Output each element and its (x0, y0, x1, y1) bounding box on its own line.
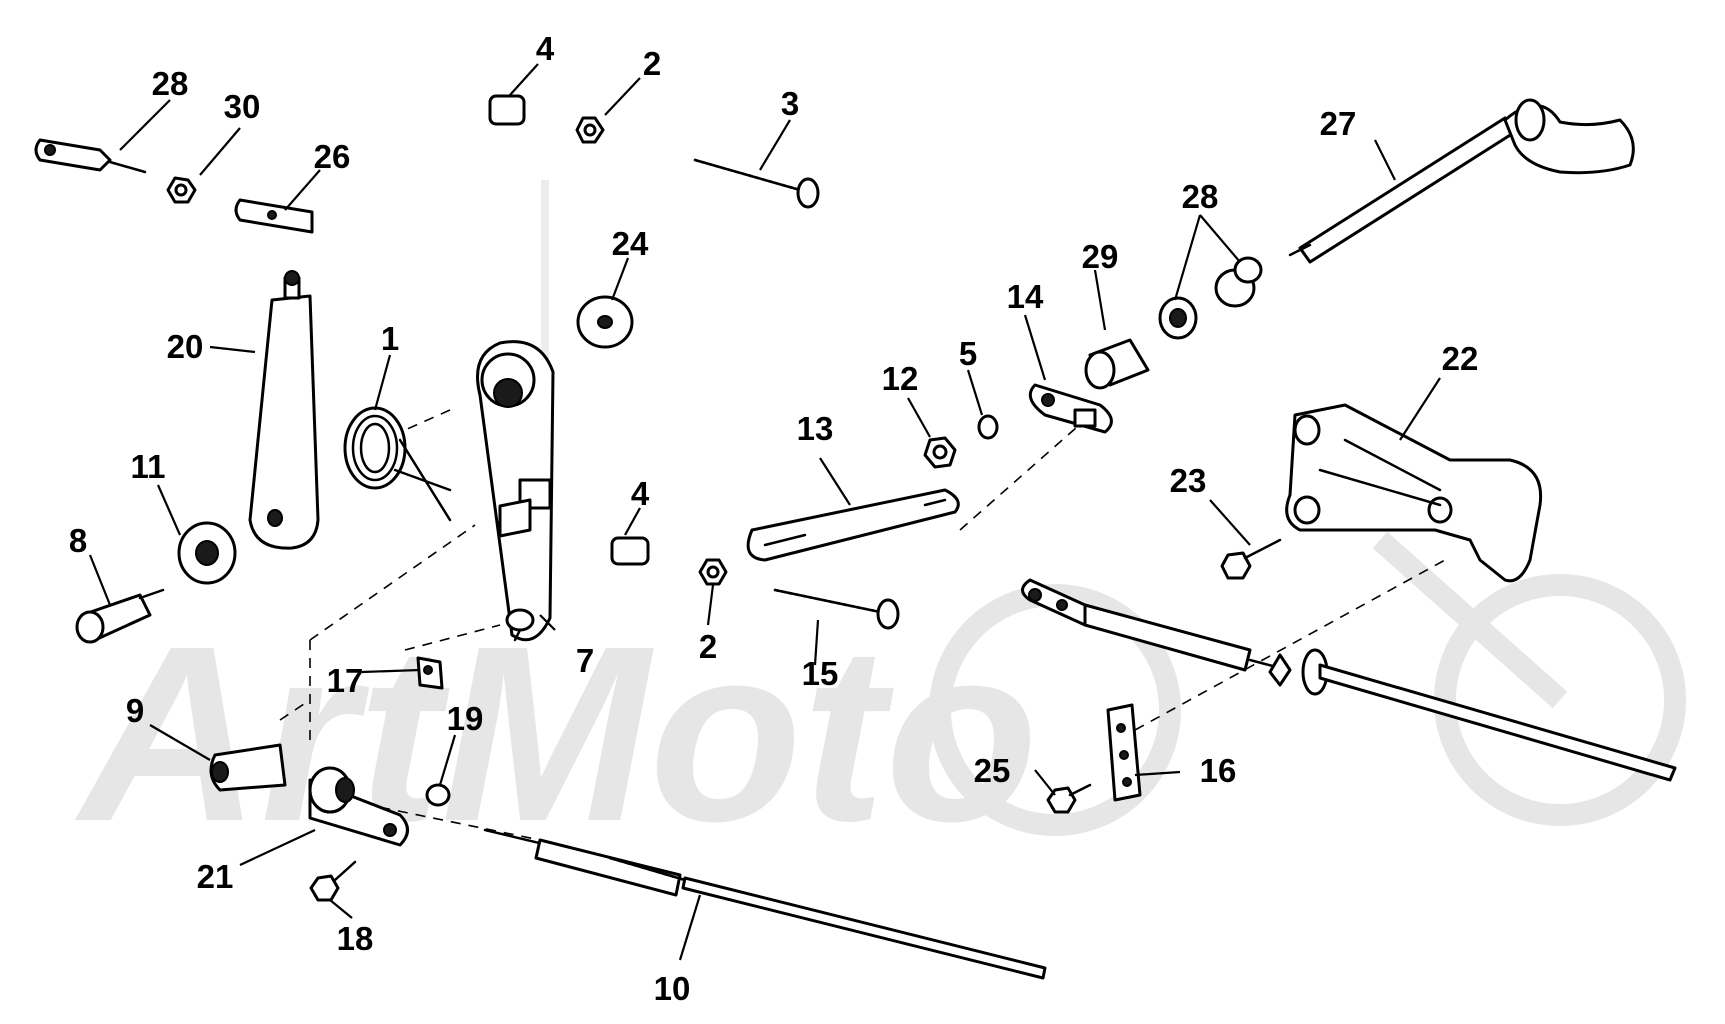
callout-22: 23 (1170, 462, 1207, 499)
part-28-bushings-pair (1158, 256, 1263, 340)
part-1-spring (343, 406, 452, 522)
part-19-throttle-arm (248, 270, 320, 550)
callout-9: 10 (654, 970, 691, 1007)
part-7-shoulder-bolt (75, 588, 165, 644)
callout-21: 22 (1442, 340, 1479, 377)
callout-2-upper: 2 (643, 45, 661, 82)
watermark-text: ArtMoto (74, 594, 1038, 873)
part-2-nut-upper (575, 116, 605, 144)
callout-3: 3 (781, 85, 799, 122)
part-13-link-plate (1028, 383, 1113, 434)
callout-17: 18 (337, 920, 374, 957)
callout-4-lower: 4 (631, 475, 650, 512)
part-11-lock-nut (923, 436, 957, 469)
callout-24: 25 (974, 752, 1011, 789)
callout-4-upper: 4 (536, 30, 555, 67)
part-22-bracket-bolt (1220, 538, 1282, 580)
part-14-screw (773, 588, 900, 630)
part-10-flat-washer (177, 521, 237, 585)
part-4-bushing-lower (610, 536, 650, 566)
part-9-threaded-rod (483, 828, 1047, 980)
callout-11: 12 (882, 360, 919, 397)
callout-5: 5 (959, 335, 977, 372)
callout-2-lower: 2 (699, 628, 717, 665)
callout-1: 1 (381, 320, 399, 357)
callout-7: 8 (69, 522, 87, 559)
callout-29: 29 (1082, 238, 1119, 275)
part-29-sleeve (1084, 338, 1150, 390)
part-8-clevis-link (209, 743, 287, 792)
part-18-washer (425, 783, 451, 807)
part-27-ball-joint (34, 138, 147, 174)
part-6-lever-arm (476, 340, 555, 642)
callout-27: 28 (152, 65, 189, 102)
callout-26: 27 (1320, 105, 1357, 142)
callout-18: 19 (447, 700, 484, 737)
callout-16: 17 (327, 662, 364, 699)
callout-19: 20 (167, 328, 204, 365)
leader-lines (88, 63, 1441, 961)
part-21-bracket (1285, 403, 1543, 583)
callout-12: 13 (797, 410, 834, 447)
part-cable-assembly (1021, 578, 1677, 782)
callout-23: 24 (612, 225, 649, 262)
watermark: ArtMoto (74, 180, 1686, 873)
callout-15: 16 (1200, 752, 1237, 789)
part-23-washer-large (576, 295, 634, 349)
part-16-clip-nut (416, 656, 444, 690)
part-3-long-screw (693, 158, 820, 209)
callout-numbers: 4 2 3 28 30 26 24 20 1 11 8 7 4 2 13 15 … (69, 30, 1479, 1007)
part-12-slotted-link (746, 488, 960, 562)
part-30-nut (166, 176, 197, 204)
assembly-guide-lines (279, 409, 1446, 841)
callout-28: 28 (1182, 178, 1219, 215)
callout-30: 30 (224, 88, 261, 125)
part-4-bushing-upper (488, 94, 526, 126)
callout-13: 14 (1007, 278, 1044, 315)
part-25-connector-block (234, 198, 314, 234)
callout-25: 26 (314, 138, 351, 175)
callout-10: 11 (131, 448, 166, 485)
callout-8: 9 (126, 692, 144, 729)
callout-20: 21 (197, 858, 234, 895)
part-15-mounting-strap (1106, 703, 1142, 802)
part-20-cable-clamp (308, 766, 409, 847)
part-5-washer-small (977, 414, 999, 440)
part-24-bolt-small (1046, 783, 1092, 814)
part-2-nut-lower (698, 558, 728, 586)
callout-14: 15 (802, 655, 839, 692)
callout-6: 7 (576, 642, 594, 679)
part-26-control-shaft (1288, 98, 1635, 264)
